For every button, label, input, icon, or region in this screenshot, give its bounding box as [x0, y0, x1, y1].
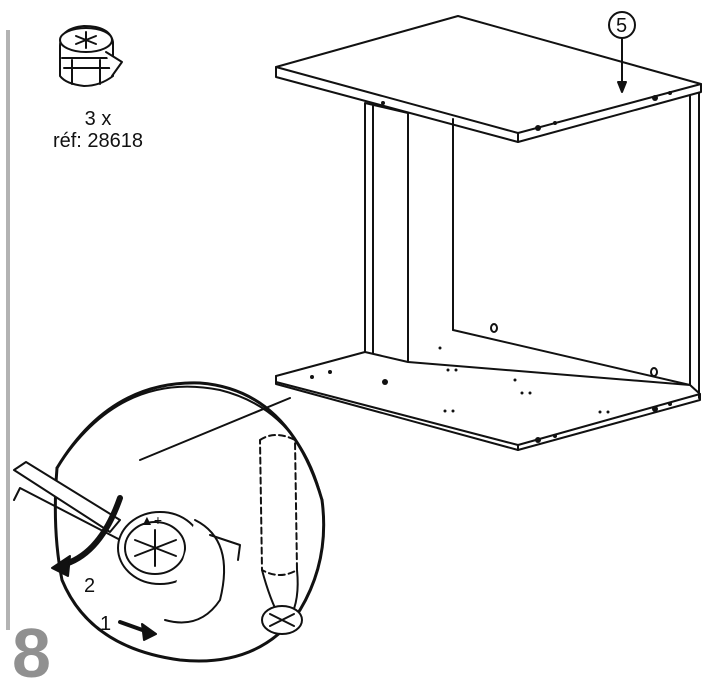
cam-bolt-head-icon	[261, 605, 303, 635]
hole-right-panel	[490, 323, 498, 333]
left-margin-bar	[6, 30, 10, 630]
part-quantity: 3 x	[84, 108, 112, 130]
panel-callout	[608, 11, 636, 93]
panel-callout-number: 5	[616, 15, 627, 37]
detail-magnifier: ▲+	[13, 381, 326, 663]
screwdriver-icon	[13, 461, 131, 546]
rotate-arrow-head	[51, 555, 71, 577]
cam-lock-detail: ▲+	[117, 511, 241, 624]
cam-lock-fitting-icon	[59, 25, 123, 87]
detail-step-one: 1	[100, 613, 111, 635]
push-arrow-head	[141, 623, 157, 641]
part-reference: réf: 28618	[52, 130, 144, 152]
cabinet-top-panel	[275, 15, 702, 143]
part-caption: 3 x réf: 28618	[38, 108, 158, 152]
detail-step-two: 2	[84, 575, 95, 597]
hole-right-panel-lower	[650, 367, 658, 377]
cabinet-bottom-panel	[275, 351, 701, 451]
cam-bolt-hidden	[259, 434, 298, 576]
step-number: 8	[12, 614, 51, 692]
dowel-holes	[310, 91, 672, 443]
cabinet-right-panel	[452, 92, 700, 399]
svg-text:▲+: ▲+	[140, 512, 162, 528]
